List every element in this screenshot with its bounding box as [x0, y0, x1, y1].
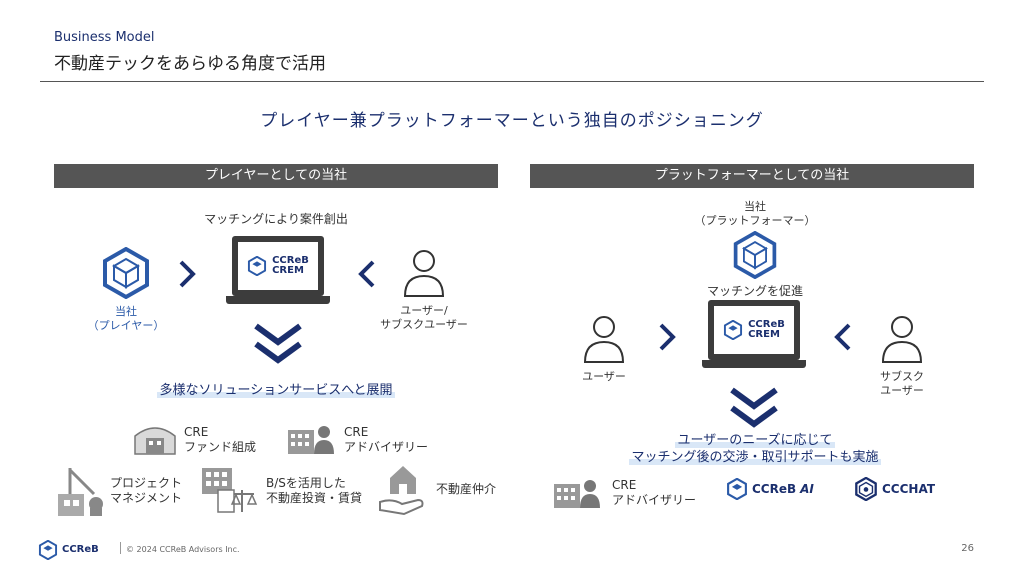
promote-matching-label: マッチングを促進: [706, 284, 803, 298]
investment-leasing-label: 不動産投資・賃貸: [266, 491, 363, 505]
footer-logo: CCReB: [38, 540, 99, 560]
slide-subtitle: プレイヤー兼プラットフォーマーという独自のポジショニング: [260, 111, 764, 131]
footer-divider: [120, 542, 121, 554]
right-company-label: 当社: [744, 200, 766, 213]
ccchat-hex-icon: [855, 477, 877, 501]
user-icon-right-panel: [583, 316, 625, 363]
user-icon: [403, 250, 445, 297]
section-label: Business Model: [54, 30, 155, 45]
hex-logo-icon: [248, 256, 267, 276]
cre-fund-sublabel: ファンド組成: [184, 440, 257, 454]
ccreb-ai-wordmark: CCReB: [752, 482, 797, 496]
footer-hex-icon: [38, 540, 58, 560]
platformer-section-bar: プラットフォーマーとしての当社: [530, 164, 974, 188]
laptop-logo-line2: CREM: [272, 265, 304, 276]
copyright: © 2024 CCReB Advisors Inc.: [126, 545, 240, 554]
slide-title: 不動産テックをあらゆる角度で活用: [54, 54, 326, 74]
chevron-right-icon: [179, 260, 196, 288]
platform-laptop-right: CCReB CREM: [702, 300, 806, 372]
advisory-building-icon-right: [554, 480, 600, 508]
brokerage-hand-house-icon: [379, 466, 424, 516]
company-label: 当社: [115, 305, 137, 318]
chevron-right-icon-2: [659, 323, 676, 351]
page-number: 26: [961, 543, 974, 554]
management-label: マネジメント: [110, 491, 183, 505]
ai-suffix: AI: [800, 482, 814, 496]
platform-laptop: CCReB CREM: [226, 236, 330, 308]
company-hex-logo-right: [733, 231, 777, 279]
balance-sheet-icon: [202, 468, 258, 513]
laptop-logo-right-line1: CCReB: [748, 319, 785, 330]
cre-advisory-sublabel: アドバイザリー: [344, 440, 429, 454]
cre-fund-label: CRE: [184, 425, 209, 439]
hex-logo-icon-right: [724, 320, 743, 340]
company-sublabel: （プレイヤー）: [87, 319, 165, 332]
cre-advisory-label: CRE: [344, 425, 369, 439]
laptop-logo-line1: CCReB: [272, 255, 309, 266]
subscription-user-label-right: ユーザー: [880, 384, 924, 397]
ccreb-ai-logo: CCReB AI: [726, 478, 814, 500]
header-divider: [40, 81, 984, 82]
hex-logo-icon-ai: [727, 478, 747, 500]
user-label: ユーザー/: [400, 304, 448, 317]
expand-label: 多様なソリューションサービスへと展開: [157, 383, 395, 398]
right-company-sublabel: （プラットフォーマー）: [694, 214, 816, 227]
company-hex-logo: [103, 247, 149, 299]
advisory-building-icon: [288, 426, 334, 454]
fund-building-icon: [134, 427, 176, 455]
project-label: プロジェクト: [110, 476, 183, 490]
chevron-left-icon: [358, 260, 375, 288]
user-label-right: ユーザー: [582, 370, 626, 383]
ccchat-logo: CCCHAT: [854, 477, 935, 501]
player-section-bar: プレイヤーとしての当社: [54, 164, 498, 188]
chevron-left-icon-2: [834, 323, 851, 351]
bs-label: B/Sを活用した: [266, 476, 346, 490]
laptop-logo-right-line2: CREM: [748, 329, 780, 340]
right-cre-label: CRE: [612, 478, 637, 492]
negotiation-support-label: マッチング後の交渉・取引サポートも実施: [629, 450, 881, 465]
double-chevron-down-icon-right: [730, 387, 778, 428]
needs-label: ユーザーのニーズに応じて: [675, 433, 835, 448]
subscription-label: サブスク: [880, 370, 924, 383]
matching-label: マッチングにより案件創出: [204, 212, 348, 226]
double-chevron-down-icon: [254, 323, 302, 364]
brokerage-label: 不動産仲介: [436, 482, 497, 496]
subscription-user-icon: [881, 316, 923, 363]
footer-wordmark: CCReB: [62, 544, 99, 555]
project-management-icon: [58, 468, 103, 516]
subscription-user-label: サブスクユーザー: [380, 318, 468, 331]
ccchat-wordmark: CCCHAT: [882, 482, 936, 496]
right-advisory-label: アドバイザリー: [612, 493, 697, 507]
